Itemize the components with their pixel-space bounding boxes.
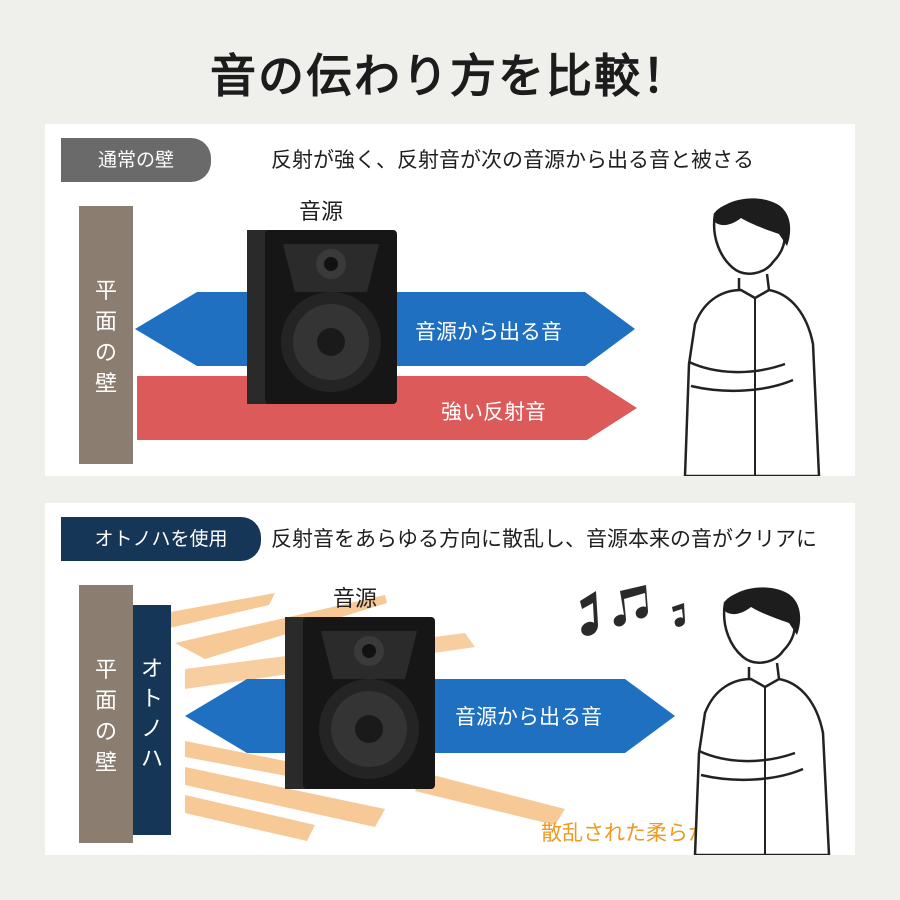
person-icon [683,198,821,476]
flat-wall: 平 面 の 壁 [79,585,133,843]
music-note-icon [580,585,685,636]
normal-wall-badge: 通常の壁 [61,138,211,182]
otonoha-description: 反射音をあらゆる方向に散乱し、音源本来の音がクリアに [271,527,817,551]
flat-wall: 平 面 の 壁 [79,206,133,464]
otonoha-label: オ ト ノ ハ [140,657,163,772]
direct-sound-label: 音源から出る音 [415,320,562,344]
page-title: 音の伝わり方を比較！ [210,49,690,103]
direct-sound-arrow [185,679,675,753]
speaker-icon [247,230,397,404]
sound-source-label: 音源 [333,587,378,612]
sound-source-label: 音源 [299,200,344,225]
otonoha-badge: オトノハを使用 [61,517,261,561]
flat-wall-label: 平 面 の 壁 [94,279,117,397]
normal-wall-description: 反射が強く、反射音が次の音源から出る音と被さる [271,148,754,172]
speaker-icon [285,617,435,789]
otonoha-panel: オトノハを使用 反射音をあらゆる方向に散乱し、音源本来の音がクリアに 平 面 の… [45,503,855,855]
normal-wall-panel: 通常の壁 反射が強く、反射音が次の音源から出る音と被さる 平 面 の 壁 音源 … [45,124,855,476]
person-icon [693,587,831,855]
reflected-sound-label: 強い反射音 [441,400,546,424]
direct-sound-label: 音源から出る音 [455,705,602,729]
otonoha-panel-block: オ ト ノ ハ [133,605,171,835]
flat-wall-label: 平 面 の 壁 [94,658,117,776]
